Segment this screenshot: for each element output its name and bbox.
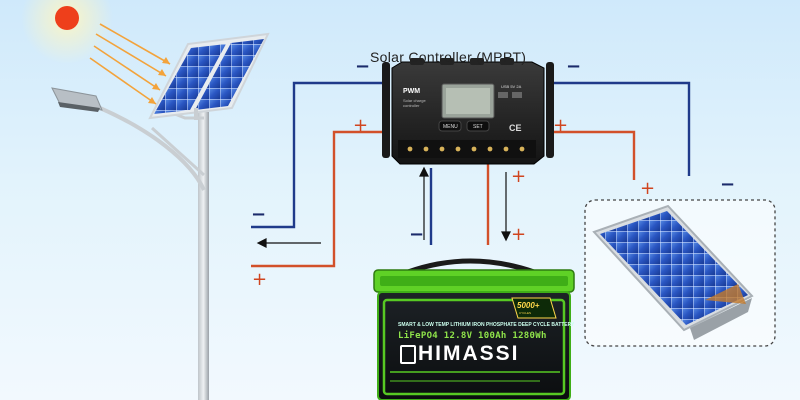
battery-spec: LiFePO4 12.8V 100Ah 1280Wh	[398, 331, 547, 341]
controller-pwm-label: PWM	[403, 88, 421, 95]
controller-usb-label: USB 5V 2A	[501, 84, 522, 89]
ground-solar-panel-icon	[592, 204, 754, 340]
battery-brand: HIMASSI	[418, 342, 520, 365]
brand-logo-icon	[400, 345, 416, 364]
ce-mark: CE	[509, 123, 522, 133]
cycles-badge: 5000+	[517, 301, 540, 310]
diagram-title: Solar Controller (MPPT)	[370, 49, 527, 65]
plus-sign: +	[511, 166, 527, 187]
controller-sub-label: Solar charge controller	[403, 98, 426, 108]
negative-wires	[251, 81, 691, 245]
plus-sign: +	[640, 178, 656, 199]
plus-sign: +	[353, 115, 369, 136]
flow-arrows	[256, 166, 511, 248]
minus-sign: −	[409, 224, 425, 245]
minus-sign: −	[720, 174, 736, 195]
controller-menu-button: MENU	[443, 124, 458, 130]
solar-panel-icon	[148, 32, 270, 120]
street-lamp-icon	[51, 87, 209, 400]
plus-sign: +	[252, 269, 268, 290]
minus-sign: −	[566, 56, 582, 77]
minus-sign: −	[355, 56, 371, 77]
plus-sign: +	[553, 115, 569, 136]
controller-set-button: SET	[473, 124, 483, 130]
sun-rays	[89, 23, 171, 105]
sun-icon	[21, 0, 113, 64]
battery-icon	[373, 258, 575, 400]
minus-sign: −	[251, 204, 267, 225]
battery-tagline: SMART & LOW TEMP LITHIUM IRON PHOSPHATE …	[398, 322, 575, 328]
positive-wires	[251, 130, 636, 268]
plus-sign: +	[511, 224, 527, 245]
cycles-badge-sub: CYCLES	[519, 311, 532, 315]
charge-controller-icon	[382, 58, 554, 165]
